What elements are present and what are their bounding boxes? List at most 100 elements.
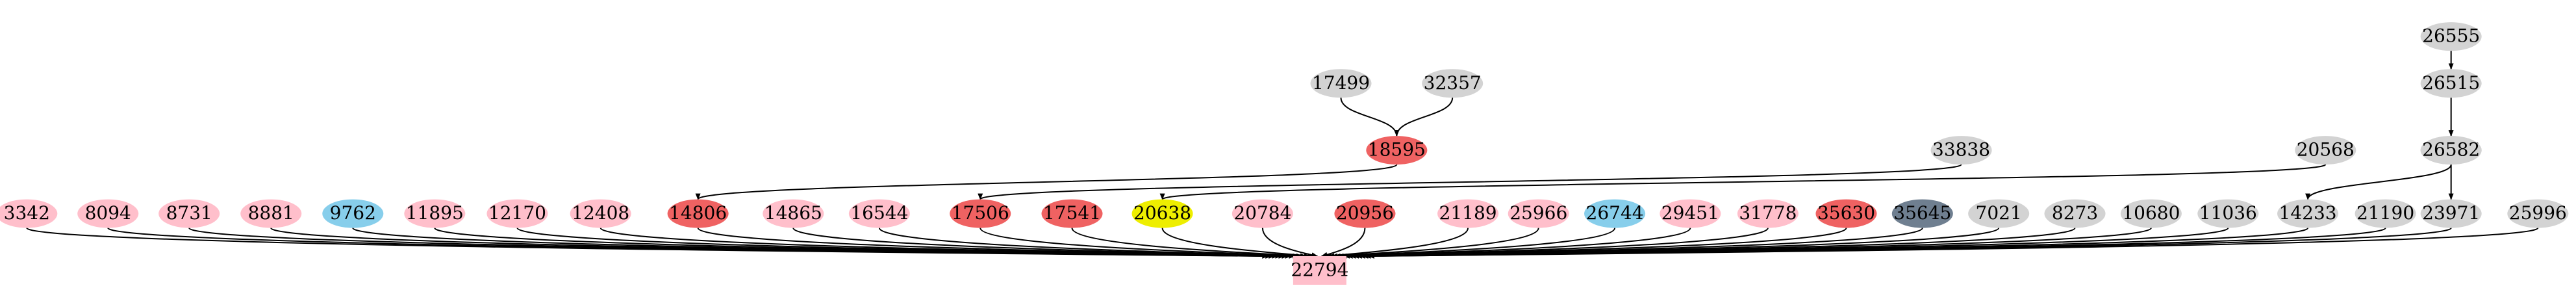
graph-node-3342[interactable]: 3342	[0, 199, 58, 228]
node-shape-20784	[1231, 199, 1293, 228]
node-shape-7021	[1968, 199, 2030, 228]
graph-node-35630[interactable]: 35630	[1815, 199, 1877, 228]
graph-node-11036[interactable]: 11036	[2197, 199, 2259, 228]
graph-node-25996[interactable]: 25996	[2507, 199, 2569, 228]
node-shape-20568	[2295, 136, 2356, 165]
graph-node-23971[interactable]: 23971	[2420, 199, 2482, 228]
edge-33838-to-17506	[978, 164, 1962, 200]
graph-node-21189[interactable]: 21189	[1437, 199, 1499, 228]
graph-node-22794[interactable]: 22794	[1291, 256, 1348, 285]
graph-node-18595[interactable]: 18595	[1366, 136, 1428, 165]
node-shape-17541	[1041, 199, 1103, 228]
node-label-33838: 33838	[1932, 139, 1990, 161]
node-shape-22794	[1293, 256, 1346, 285]
graph-node-26515[interactable]: 26515	[2420, 69, 2482, 98]
graph-node-17541[interactable]: 17541	[1041, 199, 1103, 228]
node-label-18595: 18595	[1368, 139, 1426, 161]
node-label-14806: 14806	[669, 202, 727, 224]
node-shape-29451	[1660, 199, 1721, 228]
graph-node-20568[interactable]: 20568	[2295, 136, 2356, 165]
node-label-25966: 25966	[1509, 202, 1567, 224]
edge-32357-to-18595	[1394, 98, 1454, 137]
node-label-8881: 8881	[248, 202, 294, 224]
node-shape-9762	[322, 199, 384, 228]
node-label-12408: 12408	[572, 202, 629, 224]
nodes-layer: 2655526515174993235718595338382056814206…	[0, 22, 2569, 285]
node-shape-20956	[1334, 199, 1396, 228]
node-shape-26582	[2420, 136, 2482, 165]
node-shape-21189	[1437, 199, 1499, 228]
graph-node-26555[interactable]: 26555	[2420, 22, 2482, 51]
graph-node-8731[interactable]: 8731	[158, 199, 220, 228]
graph-node-11895[interactable]: 11895	[404, 199, 466, 228]
node-shape-8094	[77, 199, 139, 228]
graph-node-31778[interactable]: 31778	[1737, 199, 1799, 228]
node-label-7021: 7021	[1976, 202, 2022, 224]
graph-node-20956[interactable]: 20956	[1334, 199, 1396, 228]
graph-node-26582[interactable]: 26582	[2420, 136, 2482, 165]
graph-node-29451[interactable]: 29451	[1660, 199, 1721, 228]
node-label-35630: 35630	[1817, 202, 1875, 224]
edge-18595-to-14806	[695, 164, 1398, 200]
graph-node-32357[interactable]: 32357	[1422, 69, 1484, 98]
edge-20956-to-22794	[1320, 228, 1366, 257]
edge-20568-to-20638	[1160, 164, 2327, 200]
node-label-29451: 29451	[1661, 202, 1719, 224]
graph-node-26744[interactable]: 26744	[1584, 199, 1646, 228]
node-shape-8881	[240, 199, 302, 228]
node-label-23971: 23971	[2422, 202, 2480, 224]
node-shape-25996	[2507, 199, 2569, 228]
graph-node-14865[interactable]: 14865	[763, 199, 824, 228]
graph-node-12408[interactable]: 12408	[570, 199, 631, 228]
graph-node-17506[interactable]: 17506	[950, 199, 1011, 228]
graph-node-20638[interactable]: 20638	[1131, 199, 1193, 228]
edge-17499-to-18595	[1340, 98, 1400, 137]
node-shape-16544	[848, 199, 910, 228]
node-label-21190: 21190	[2356, 202, 2414, 224]
node-label-26555: 26555	[2422, 25, 2480, 47]
graph-node-12170[interactable]: 12170	[486, 199, 548, 228]
node-shape-17499	[1310, 69, 1372, 98]
node-label-9762: 9762	[330, 202, 376, 224]
node-shape-26515	[2420, 69, 2482, 98]
node-shape-11036	[2197, 199, 2259, 228]
node-shape-12408	[570, 199, 631, 228]
node-shape-3342	[0, 199, 58, 228]
node-shape-25966	[1508, 199, 1569, 228]
graph-node-14233[interactable]: 14233	[2277, 199, 2339, 228]
node-label-26744: 26744	[1586, 202, 1644, 224]
graph-node-14806[interactable]: 14806	[667, 199, 729, 228]
node-shape-31778	[1737, 199, 1799, 228]
graph-node-8881[interactable]: 8881	[240, 199, 302, 228]
node-shape-20638	[1131, 199, 1193, 228]
node-label-14233: 14233	[2279, 202, 2337, 224]
graph-node-21190[interactable]: 21190	[2355, 199, 2416, 228]
graph-node-7021[interactable]: 7021	[1968, 199, 2030, 228]
graph-node-35645[interactable]: 35645	[1891, 199, 1953, 228]
node-shape-17506	[950, 199, 1011, 228]
node-shape-8731	[158, 199, 220, 228]
edge-16544-to-22794	[878, 228, 1303, 259]
graph-node-8273[interactable]: 8273	[2044, 199, 2106, 228]
node-label-17541: 17541	[1043, 202, 1101, 224]
node-shape-10680	[2120, 199, 2182, 228]
edge-25996-to-22794	[1367, 227, 2539, 259]
graph-node-16544[interactable]: 16544	[848, 199, 910, 228]
node-label-26582: 26582	[2422, 139, 2480, 161]
node-label-16544: 16544	[850, 202, 908, 224]
graph-node-20784[interactable]: 20784	[1231, 199, 1293, 228]
node-label-14865: 14865	[764, 202, 822, 224]
graph-node-8094[interactable]: 8094	[77, 199, 139, 228]
graph-node-25966[interactable]: 25966	[1508, 199, 1569, 228]
node-shape-14865	[763, 199, 824, 228]
graph-node-33838[interactable]: 33838	[1930, 136, 1992, 165]
node-label-20784: 20784	[1233, 202, 1291, 224]
node-shape-21190	[2355, 199, 2416, 228]
graph-node-10680[interactable]: 10680	[2120, 199, 2182, 228]
node-shape-12170	[486, 199, 548, 228]
node-label-20956: 20956	[1336, 202, 1394, 224]
graph-node-17499[interactable]: 17499	[1310, 69, 1372, 98]
node-label-8273: 8273	[2052, 202, 2098, 224]
graph-node-9762[interactable]: 9762	[322, 199, 384, 228]
node-shape-14233	[2277, 199, 2339, 228]
